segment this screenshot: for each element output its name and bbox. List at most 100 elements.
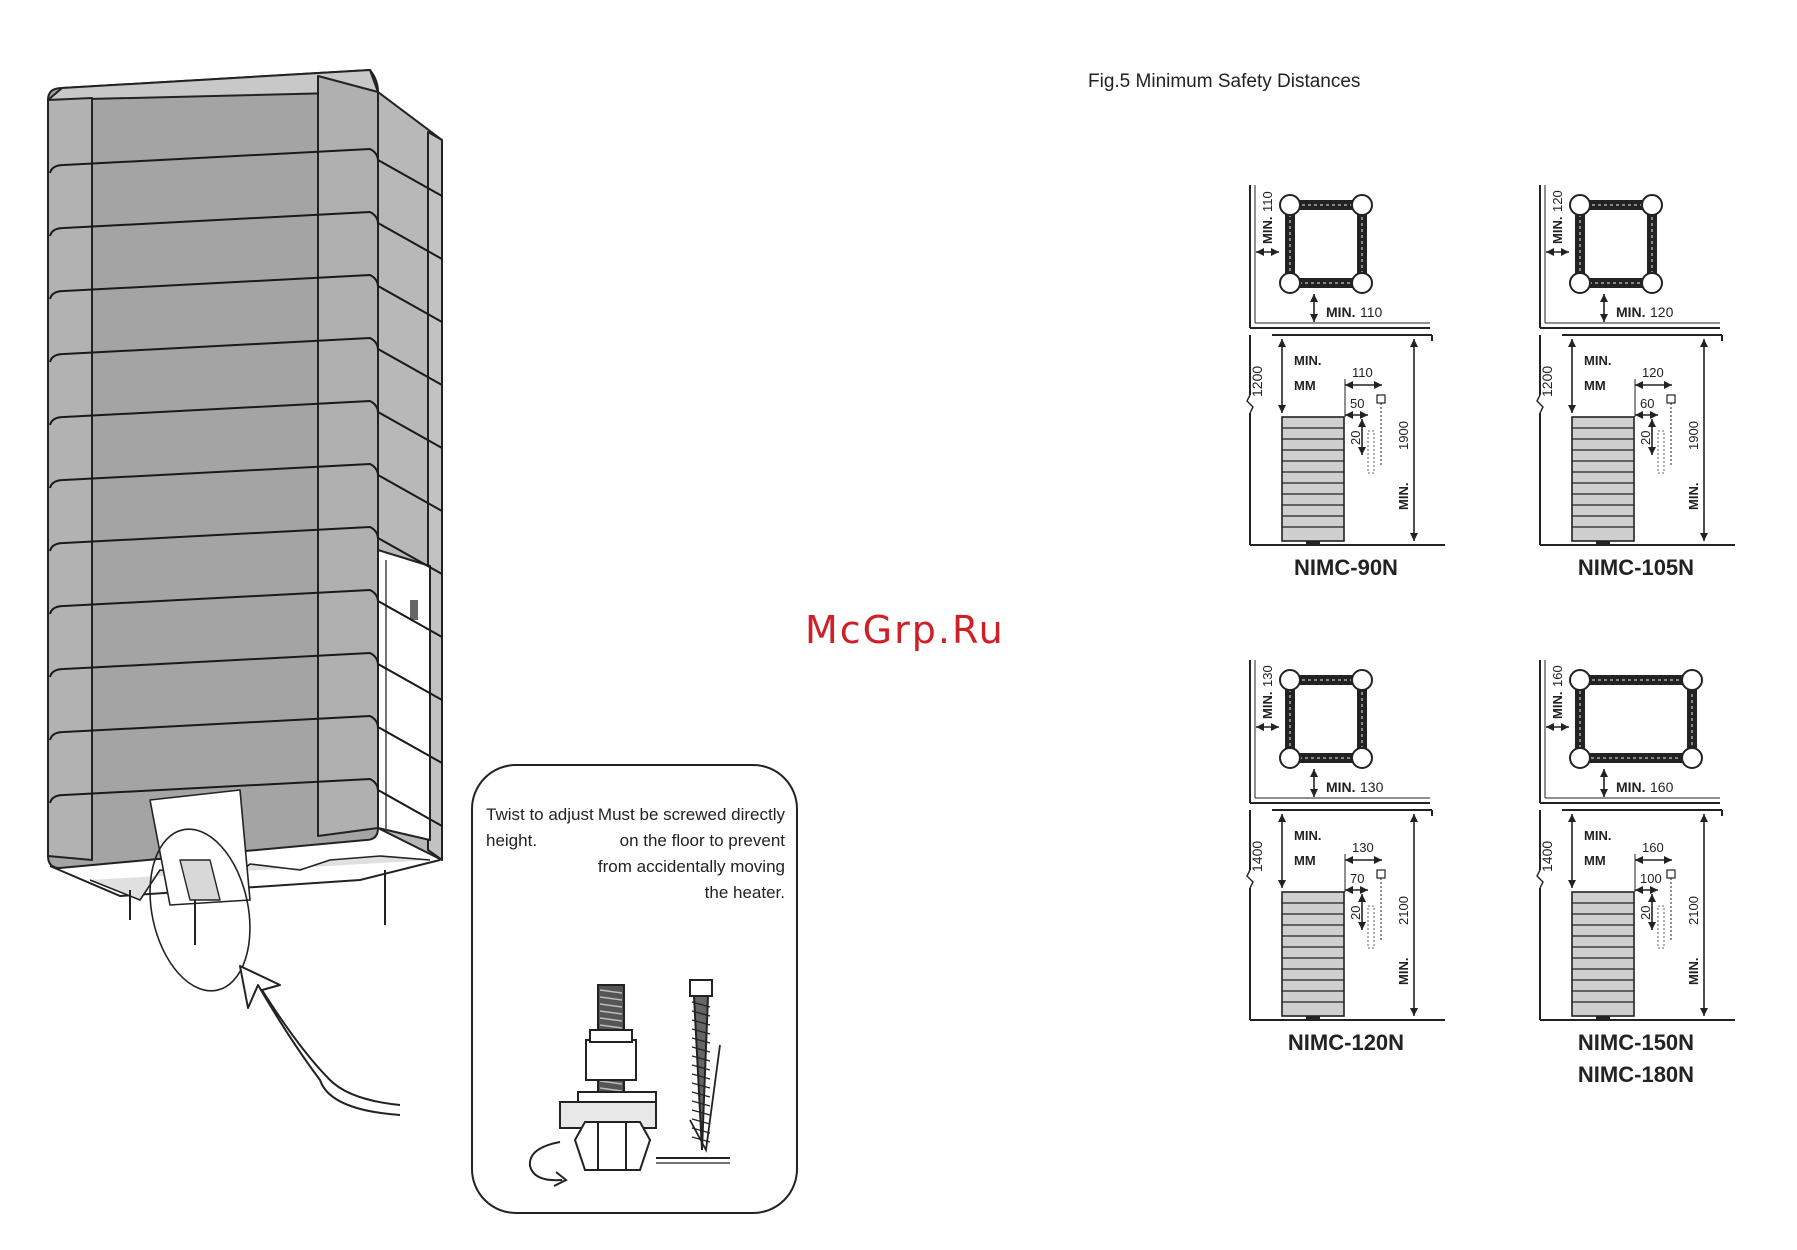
top-view-walls xyxy=(1249,660,1430,804)
heater-band xyxy=(49,463,379,489)
heater-corner-post-0 xyxy=(1569,669,1591,691)
heater-side-band xyxy=(377,600,443,638)
heater-elevation xyxy=(1281,416,1345,545)
heater-side-band xyxy=(377,663,443,701)
rod-thread xyxy=(599,1087,623,1092)
model-name-line-1: NIMC-180N xyxy=(1578,1062,1694,1087)
screw-thread xyxy=(691,1064,711,1071)
height-value: 1200 xyxy=(1249,366,1265,397)
safety-distance-panels: MIN.110MIN.1101200MIN.MM1105020MIN.1900N… xyxy=(1246,185,1735,1087)
heater-corner-post-2 xyxy=(1569,272,1591,294)
screw-thread xyxy=(691,1028,711,1035)
heater-foot xyxy=(1306,541,1320,545)
heater-corner-post-3 xyxy=(1641,272,1663,294)
panel-nimc-105n: MIN.120MIN.1201200MIN.MM1206020MIN.1900N… xyxy=(1536,185,1735,580)
side-clearance-arrow-head-right xyxy=(1271,248,1279,256)
mount-label-min: MIN. xyxy=(1294,353,1321,368)
heater-band xyxy=(49,589,379,615)
twenty-value: 20 xyxy=(1638,431,1653,445)
heater-foot xyxy=(1596,1016,1610,1020)
front-clearance-label-min: MIN. xyxy=(1616,779,1646,795)
twenty-value: 20 xyxy=(1348,431,1363,445)
twenty-arrow-head-bottom xyxy=(1648,447,1656,455)
heater-top-view xyxy=(1569,194,1663,294)
front-clearance-label-min: MIN. xyxy=(1616,304,1646,320)
heater-body xyxy=(1571,891,1635,1017)
inner-gap-arrow-head-left xyxy=(1635,886,1643,894)
wall-break xyxy=(1536,394,1544,414)
heater-band xyxy=(49,526,379,552)
heater-corner-post-3 xyxy=(1351,272,1373,294)
mount-label-mm: MM xyxy=(1584,378,1606,393)
side-clearance-arrow-head-left xyxy=(1546,723,1554,731)
front-clearance-value: 120 xyxy=(1650,304,1674,320)
heater-top-frame xyxy=(1575,675,1697,763)
inner-gap-arrow-head-right xyxy=(1650,411,1658,419)
inner-gap-value: 100 xyxy=(1640,871,1662,886)
heater-band xyxy=(49,211,379,237)
figure-title: Fig.5 Minimum Safety Distances xyxy=(1088,71,1360,92)
heater-top-frame xyxy=(1285,200,1367,288)
heater-corner-post-1 xyxy=(1351,669,1373,691)
twenty-arrow-head-top xyxy=(1358,419,1366,427)
twenty-arrow-head-bottom xyxy=(1358,447,1366,455)
mount-height-arrow-head-bottom xyxy=(1278,405,1286,413)
heater-corner-post-1 xyxy=(1351,194,1373,216)
sensor-spec xyxy=(1367,905,1375,949)
mount-height-arrow-head-bottom xyxy=(1568,405,1576,413)
side-clearance-value: 130 xyxy=(1260,665,1275,687)
mount-height-arrow-head-top xyxy=(1278,339,1286,347)
panel-nimc-120n: MIN.130MIN.1301400MIN.MM1307020MIN.2100N… xyxy=(1246,660,1445,1055)
front-clearance-arrow-head-top xyxy=(1310,769,1318,777)
heater-foot xyxy=(1596,541,1610,545)
heater-illustration xyxy=(47,69,443,1116)
front-clearance-arrow-head-top xyxy=(1310,294,1318,302)
top-gap-value: 130 xyxy=(1352,840,1374,855)
rod-thread xyxy=(599,989,623,994)
heater-corner-post-2 xyxy=(1569,747,1591,769)
screw-thread xyxy=(691,1037,711,1044)
top-gap-value: 160 xyxy=(1642,840,1664,855)
heater-band xyxy=(49,400,379,426)
heater-body xyxy=(1571,416,1635,542)
front-clearance-arrow-head-bottom xyxy=(1310,789,1318,797)
heater-corner-post-3 xyxy=(1681,747,1703,769)
top-gap-value: 110 xyxy=(1352,365,1373,380)
heater-top-stones xyxy=(1289,679,1363,759)
panel-nimc-90n: MIN.110MIN.1101200MIN.MM1105020MIN.1900N… xyxy=(1246,185,1445,580)
mount-height-arrow-head-top xyxy=(1278,814,1286,822)
mount-height-arrow-head-top xyxy=(1568,814,1576,822)
screw-text-line-4: the heater. xyxy=(705,883,785,902)
heater-side-band xyxy=(377,348,443,386)
inner-gap-arrow-head-left xyxy=(1635,411,1643,419)
ceiling-label-min: MIN. xyxy=(1396,958,1411,985)
mount-height-arrow-head-bottom xyxy=(1278,880,1286,888)
ceiling-label-min: MIN. xyxy=(1686,483,1701,510)
heater-foot xyxy=(1306,1016,1320,1020)
front-clearance-arrow-head-bottom xyxy=(1600,789,1608,797)
mount-label-min: MIN. xyxy=(1584,828,1611,843)
heater-top-stones xyxy=(1289,204,1363,284)
mount-label-mm: MM xyxy=(1294,853,1316,868)
mount-label-mm: MM xyxy=(1294,378,1316,393)
heater-corner-post-1 xyxy=(1641,194,1663,216)
screw-thread xyxy=(691,1100,711,1107)
screw-thread xyxy=(691,1073,711,1080)
twenty-arrow-head-top xyxy=(1648,894,1656,902)
twenty-arrow-head-bottom xyxy=(1358,922,1366,930)
top-view-walls xyxy=(1539,660,1720,804)
model-name-line-0: NIMC-105N xyxy=(1578,555,1694,580)
heater-top-stones xyxy=(1579,204,1653,284)
side-clearance-value: 160 xyxy=(1550,665,1565,687)
heater-side-band xyxy=(377,474,443,512)
screw-text-line-3: from accidentally moving xyxy=(598,857,785,876)
top-view-walls xyxy=(1539,185,1720,329)
inner-gap-arrow-head-right xyxy=(1360,411,1368,419)
side-clearance-arrow-head-right xyxy=(1561,723,1569,731)
rod-thread xyxy=(599,1080,623,1085)
heater-band xyxy=(49,715,379,741)
front-clearance-arrow-head-bottom xyxy=(1310,314,1318,322)
screw-text-line-2: on the floor to prevent xyxy=(620,831,786,850)
